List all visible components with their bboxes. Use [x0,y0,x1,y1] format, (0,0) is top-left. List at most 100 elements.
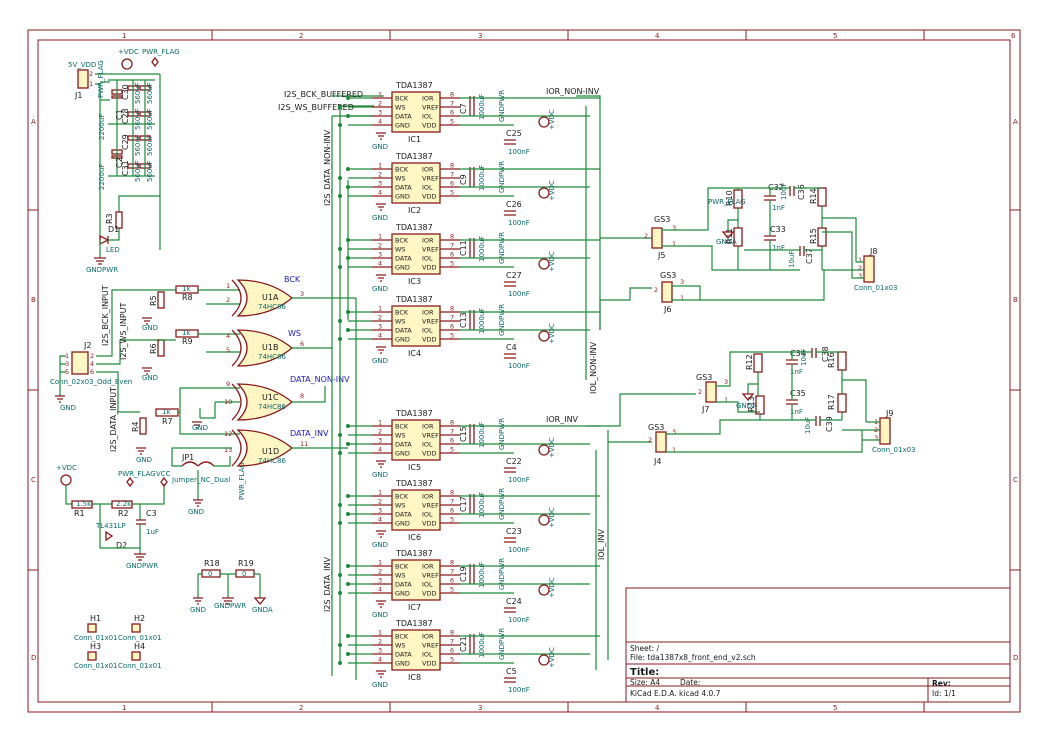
col-label-6: 6 [1011,32,1016,40]
svg-text:2: 2 [644,232,648,240]
title-block: Sheet: / File: tda1387x8_front_end_v2.sc… [625,587,1011,703]
dac-pin-right-name: VDD [422,193,436,201]
outer-frame [27,29,1021,713]
dac-pin-left-num: 1 [378,233,382,241]
dac-pin-left-name: BCK [395,423,409,431]
label-gs3-j7: GS3 [696,373,712,382]
resistor-r14 [817,187,827,207]
dac-pin-left-name: BCK [395,309,409,317]
label-gnd-u1c: GND [192,424,208,432]
dac-pin-left-num: 4 [378,332,382,340]
val-r19: 0 [242,570,246,578]
ref-cap-small-8: C5 [506,667,517,676]
dac-pin-left-num: 3 [378,251,382,259]
dac-ref-8: IC8 [408,673,421,682]
svg-text:2: 2 [654,286,658,294]
gnd-icon [376,203,386,211]
dac-bus-wiring: I2S_BCK_BUFFERED I2S_WS_BUFFERED I2S_DAT… [278,87,696,680]
dac-pin-left-num: 1 [378,162,382,170]
val-tl431: TL431LP [95,522,126,530]
bulk-cap-stack [108,79,155,177]
ref-c1: C1 [115,109,124,120]
net-i2s-data-input: I2S_DATA_INPUT [109,387,118,452]
vdc-power-icon-dac-1 [538,116,550,128]
gnd-icon [376,460,386,468]
connector-j2 [71,351,89,375]
ref-c34: C34 [790,349,806,358]
dac-pin-left-num: 4 [378,446,382,454]
ref-c36: C36 [797,184,806,200]
label-vdc-dac-8: +VDC [548,647,556,668]
ref-r13: R13 [747,396,756,412]
label-gnd-dac-7: GND [372,611,388,619]
dac-pin-right-num: 7 [450,498,454,506]
capacitor-c39 [815,416,821,426]
junction-dot [338,433,342,437]
ref-c29: C29 [121,134,130,150]
capacitor-bulk-2 [469,167,475,187]
svg-text:2: 2 [858,264,862,272]
resistor-r2 [111,500,133,509]
col-label-1b: 1 [122,704,126,712]
ref-cap-small-2: C26 [506,200,522,209]
label-gnda-bottom: GNDA [736,402,757,410]
net-ws: WS [288,329,301,338]
label-gndpwr-dac-1: GNDPWR [498,90,506,122]
dac-pin-right-num: 8 [450,162,454,170]
label-gndpwr-dac-3: GNDPWR [498,232,506,264]
ref-u1c: U1C [262,393,279,402]
dac-pin-right-name: IOR [422,309,434,317]
val-cap-small-5: 100nF [508,476,530,484]
svg-text:6: 6 [300,340,304,348]
label-vdc-dac-5: +VDC [548,437,556,458]
ref-cap-big-1: C7 [459,103,468,114]
label-vdc-top: +VDC [118,48,139,56]
dac-pin-right-name: IOR [422,633,434,641]
dac-pin-right-num: 8 [450,305,454,313]
label-pwr-flag-vert: PWR_FLAG [97,60,105,98]
gnd-icon-r6 [142,367,152,375]
dac-pin-left-name: GND [395,660,410,668]
dac-pin-left-num: 3 [378,647,382,655]
dac-pin-right-name: VREF [422,572,439,580]
xor-gate-u1d [231,429,294,467]
vdc-power-icon-dac-5 [538,444,550,456]
ref-cap-big-4: C13 [459,312,468,328]
net-ior-non-inv: IOR_NON-INV [546,87,600,96]
capacitor-decoupling-1 [504,139,516,145]
dac-ref-3: IC3 [408,277,421,286]
svg-text:3: 3 [874,434,878,442]
ref-c35: C35 [790,389,806,398]
label-gnd-dac-1: GND [372,143,388,151]
xor-gate-u1a [231,279,294,317]
dac-pin-right-num: 7 [450,568,454,576]
val-r18: 0 [208,570,212,578]
col-label-2: 2 [299,32,303,40]
val-cap-big-7: 1000uF [478,562,486,588]
svg-text:9: 9 [226,380,230,388]
junction-dot [338,451,342,455]
vdc-power-icon-dac-2 [538,187,550,199]
dac-pin-left-num: 3 [378,437,382,445]
dac-ref-1: IC1 [408,135,421,144]
ref-u1b: U1B [262,343,278,352]
ref-u1d: U1D [262,447,279,456]
dac-pin-left-name: DATA [395,184,412,192]
ref-d1: D1 [108,225,119,234]
row-label-d: D [31,654,36,662]
dac-output-wire [460,239,600,268]
row-label-c-right: C [1013,476,1018,484]
dac-pin-left-name: GND [395,264,410,272]
ref-r15: R15 [809,228,818,244]
dac-pin-right-num: 6 [450,577,454,585]
dac-output-wire [460,425,600,454]
label-gnd-dac-8: GND [372,681,388,689]
ref-h1: H1 [90,614,101,623]
vdc-power-icon-dac-4 [538,330,550,342]
ref-r5: R5 [149,295,158,306]
dac-pin-right-num: 5 [450,118,454,126]
dac-pin-right-num: 8 [450,419,454,427]
dac-pin-right-name: VREF [422,642,439,650]
